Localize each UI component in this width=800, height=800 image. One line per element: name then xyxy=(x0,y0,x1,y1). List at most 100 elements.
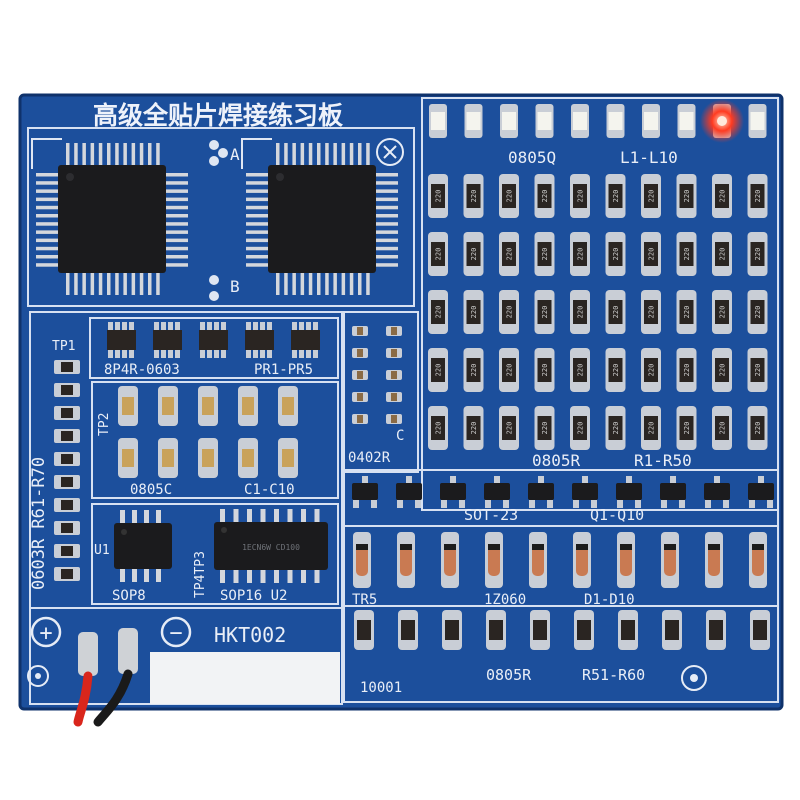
qfp-pin xyxy=(156,143,160,165)
sop16-pin xyxy=(301,509,306,522)
sop16-pin xyxy=(314,570,320,583)
sop16-pin xyxy=(233,570,239,583)
sot-body xyxy=(396,483,422,500)
resistor-marking: 220 xyxy=(506,422,514,435)
array-pad xyxy=(161,350,166,358)
resistors-0603 xyxy=(54,360,80,581)
qfp-pin xyxy=(376,173,398,177)
resistor-body xyxy=(679,358,694,382)
resistor-body xyxy=(431,242,445,266)
cap0402-body xyxy=(391,393,397,401)
r0603-body xyxy=(61,569,73,579)
array-pad xyxy=(154,350,159,358)
label-bottom-res-package: 0805R xyxy=(486,666,532,684)
label-res-package: 0805R xyxy=(532,451,581,470)
label-arrays-range: PR1-PR5 xyxy=(254,362,313,378)
resistor-body xyxy=(715,242,729,266)
qfp-pin xyxy=(376,255,398,259)
resistor-body xyxy=(466,242,481,266)
zener-band xyxy=(488,544,500,550)
resistor-marking: 220 xyxy=(541,306,549,319)
sot-body xyxy=(704,483,730,500)
qfp-pin xyxy=(325,273,329,295)
resistor-marking: 220 xyxy=(470,190,478,203)
qfp-pin1-dot xyxy=(276,173,284,181)
sop8-pin xyxy=(144,510,149,523)
sot-body xyxy=(616,483,642,500)
sop16-pin xyxy=(260,570,266,583)
sot-pad xyxy=(406,476,412,484)
zener-band xyxy=(532,544,544,550)
qfp-pin xyxy=(246,214,268,218)
resistor-marking: 220 xyxy=(435,364,443,377)
qfp-pin xyxy=(36,197,58,202)
qfp-chip xyxy=(268,165,376,273)
qfp-pin xyxy=(66,143,70,165)
qfp-pin xyxy=(90,143,95,165)
qfp-pin xyxy=(376,263,398,267)
sot-pad xyxy=(353,500,359,508)
qfp-pin xyxy=(166,238,188,243)
array-pad xyxy=(207,322,212,330)
array-pad xyxy=(246,322,251,330)
resistor-body xyxy=(502,358,516,382)
resistor-marking: 220 xyxy=(541,248,549,261)
sot-pad xyxy=(529,500,535,508)
sot-body xyxy=(440,483,466,500)
resistor-body xyxy=(608,184,623,208)
resistor-body xyxy=(431,416,445,440)
sot-pad xyxy=(582,476,588,484)
array-pad xyxy=(161,322,166,330)
qfp-pin1-dot xyxy=(66,173,74,181)
resistor-body xyxy=(644,416,658,440)
r0603-body xyxy=(61,477,73,487)
qfp-pin xyxy=(36,263,58,267)
qfp-pin xyxy=(166,189,188,193)
array-pad xyxy=(313,350,318,358)
resistor-marking: 220 xyxy=(541,364,549,377)
qfp-pin xyxy=(115,143,119,165)
qfp-pin xyxy=(246,238,268,243)
resistor-body xyxy=(573,300,587,324)
array-pad xyxy=(214,350,219,358)
qfp-pin xyxy=(166,181,188,185)
resistor-body xyxy=(502,416,516,440)
qfp-pin xyxy=(98,273,103,295)
qfp-pin xyxy=(107,273,111,295)
resistor-body xyxy=(679,300,694,324)
array-body xyxy=(291,330,320,350)
qfp-pin xyxy=(300,273,305,295)
c0805-body xyxy=(202,397,214,415)
qfp-pin xyxy=(166,222,188,226)
svg-text:+: + xyxy=(39,621,52,646)
board-substrate xyxy=(20,95,782,709)
resistor-marking: 220 xyxy=(612,190,620,203)
label-arrays-package: 8P4R-0603 xyxy=(104,362,180,378)
led-body xyxy=(502,112,516,130)
resistor-body xyxy=(679,242,694,266)
sot-body xyxy=(528,483,554,500)
zener-body xyxy=(488,544,500,576)
qfp-pin xyxy=(246,205,268,210)
sot-pad xyxy=(371,500,377,508)
resistor-marking: 220 xyxy=(435,190,443,203)
sop16-pin xyxy=(274,570,279,583)
resistor-body xyxy=(502,184,516,208)
cap0402-body xyxy=(357,393,363,401)
label-c0805-range: C1-C10 xyxy=(244,482,295,498)
bottom-res-body xyxy=(357,620,371,640)
cap0402-body xyxy=(357,349,363,357)
array-pad xyxy=(122,322,127,330)
array-pad xyxy=(299,322,304,330)
array-pad xyxy=(129,322,134,330)
resistor-marking: 220 xyxy=(470,364,478,377)
resistor-marking: 220 xyxy=(470,306,478,319)
sop16-pin xyxy=(301,570,306,583)
array-pad xyxy=(200,322,205,330)
label-sop16-u2: SOP16 U2 xyxy=(220,588,287,604)
ground-symbol-icon xyxy=(376,138,404,166)
resistor-body xyxy=(431,358,445,382)
qfp-pin xyxy=(246,189,268,193)
label-c0805-package: 0805C xyxy=(130,482,172,498)
